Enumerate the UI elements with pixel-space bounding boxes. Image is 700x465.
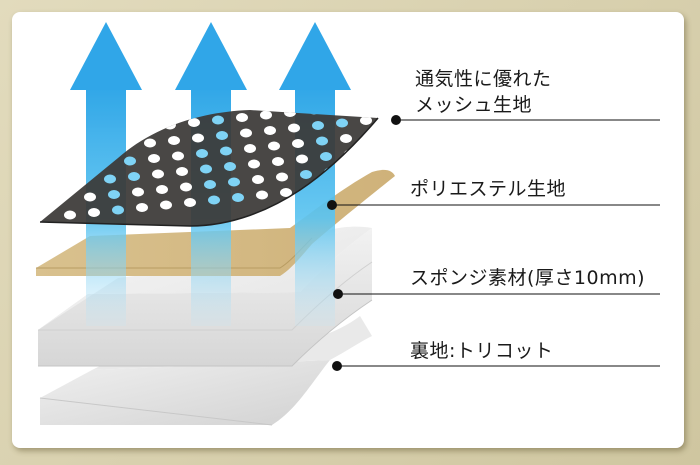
diagram-panel: 通気性に優れた メッシュ生地 ポリエステル生地 スポンジ素材(厚さ10mm) 裏… [12,12,684,448]
mesh-hole [368,147,378,156]
mesh-hole [412,127,424,136]
mesh-hole [192,133,204,143]
mesh-hole [216,131,228,140]
mesh-hole [388,129,400,138]
mesh-hole [272,157,284,166]
mesh-hole [112,205,124,215]
mesh-hole [84,192,96,202]
backing-label: 裏地:トリコット [410,338,553,364]
mesh-hole [168,136,180,145]
mesh-hole [280,188,292,197]
mesh-hole [224,162,236,171]
mesh-hole [180,182,192,192]
callout-backing [332,361,660,371]
polyester-label: ポリエステル生地 [410,176,566,202]
mesh-hole [344,149,356,159]
mesh-hole [124,156,136,166]
mesh-hole [220,146,232,156]
mesh-hole [244,144,256,153]
mesh-hole [300,170,312,179]
mesh-hole [260,110,272,120]
callout-sponge [333,289,660,299]
mesh-hole [208,195,220,205]
mesh-hole [144,138,156,148]
mesh-hole [340,134,352,143]
mesh-hole [348,165,360,174]
mesh-hole [312,121,324,130]
mesh-hole [188,118,200,127]
mesh-hole [156,185,168,194]
mesh-hole [172,151,184,161]
callout-polyester [327,200,660,210]
dot-icon [391,115,401,125]
mesh-hole [296,154,308,164]
sponge-label: スポンジ素材(厚さ10mm) [410,265,645,291]
mesh-hole [416,142,428,151]
mesh-hole [288,123,300,133]
polyester-label-line-1: ポリエステル生地 [410,178,567,200]
mesh-hole [164,120,176,130]
mesh-label-line-1: 通気性に優れた [415,68,552,90]
mesh-hole [200,164,212,174]
mesh-hole [360,116,372,125]
mesh-hole [196,149,208,158]
mesh-hole [148,154,160,163]
mesh-hole [392,145,404,154]
backing-label-line-1: 裏地:トリコット [410,340,554,362]
mesh-hole [320,152,332,161]
mesh-hole [236,113,248,122]
mesh-hole [232,193,244,202]
mesh-hole [248,159,260,169]
callout-leaders [327,115,660,371]
mesh-hole [152,169,164,179]
mesh-hole [136,203,148,212]
mesh-hole [240,128,252,138]
mesh-hole [396,160,408,169]
mesh-hole [356,101,368,110]
dot-icon [333,289,343,299]
mesh-hole [268,141,280,151]
mesh-hole [176,167,188,176]
dot-icon [332,361,342,371]
callout-mesh [391,115,660,125]
mesh-hole [108,190,120,199]
mesh-hole [104,174,116,184]
sponge-label-line-1: スポンジ素材(厚さ10mm) [410,267,646,289]
mesh-hole [316,136,328,146]
mesh-label: 通気性に優れた メッシュ生地 [415,66,552,118]
mesh-hole [204,180,216,189]
dot-icon [327,200,337,210]
mesh-hole [160,200,172,210]
mesh-hole [276,172,288,182]
mesh-hole [336,118,348,128]
mesh-hole [212,115,224,125]
mesh-hole [184,198,196,207]
mesh-hole [64,210,76,220]
mesh-hole [380,98,392,107]
mesh-hole [256,190,268,200]
mesh-hole [228,177,240,187]
mesh-hole [88,208,100,217]
mesh-hole [132,187,144,197]
mesh-hole [292,139,304,148]
mesh-hole [436,124,448,133]
mesh-hole [264,126,276,135]
mesh-hole [284,110,296,117]
mesh-hole [128,172,140,181]
layer-structure-diagram [36,22,660,426]
mesh-hole [252,175,264,184]
mesh-label-line-2: メッシュ生地 [415,94,533,116]
